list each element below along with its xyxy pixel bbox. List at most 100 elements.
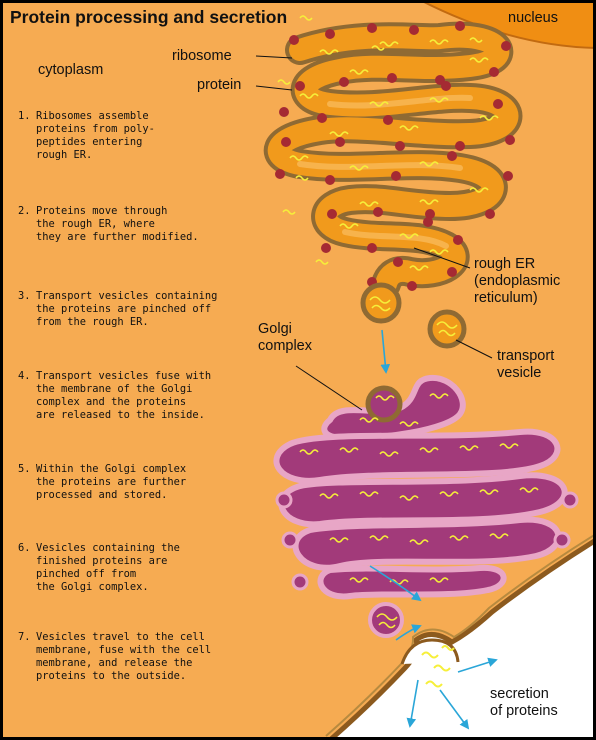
ribosome (335, 137, 345, 147)
golgi-protein (329, 537, 349, 543)
leader-ribosome (255, 55, 293, 59)
er-protein (429, 249, 449, 255)
golgi-complex (273, 374, 579, 600)
golgi-protein (379, 451, 399, 457)
ribosome (367, 243, 377, 253)
golgi-protein (359, 417, 379, 423)
ribosome (339, 77, 349, 87)
arrow-vesicle-to-membrane (395, 624, 422, 641)
er-protein (379, 41, 399, 47)
er-protein (299, 93, 319, 99)
golgi-protein (439, 491, 459, 497)
ribosome (395, 141, 405, 151)
ribosome (393, 257, 403, 267)
arrow-secretion-3 (457, 657, 498, 673)
ribosome (317, 113, 327, 123)
er-protein (399, 125, 419, 131)
arrow-secretion-1 (406, 679, 419, 728)
small-vesicle (291, 573, 309, 591)
golgi-protein (339, 447, 359, 453)
cell-exterior (330, 540, 596, 740)
er-protein (359, 201, 379, 207)
small-vesicle (275, 491, 293, 509)
arrow-secretion-2 (439, 689, 470, 730)
golgi-cisterna (273, 428, 561, 484)
step-text: Within the Golgi complex the proteins ar… (36, 463, 187, 501)
ribosome (387, 73, 397, 83)
plasma-membrane-inner (325, 533, 596, 737)
er-protein (479, 115, 499, 121)
golgi-protein (369, 535, 389, 541)
ribosome (503, 171, 513, 181)
ribosome (425, 209, 435, 219)
er-protein (429, 39, 449, 45)
er-protein (349, 165, 369, 171)
label-nucleus: nucleus (508, 10, 558, 26)
golgi-protein (399, 421, 419, 427)
label-transport-vesicle: transport vesicle (497, 348, 555, 381)
ribosome (391, 171, 401, 181)
ribosome (383, 115, 393, 125)
golgi-protein (459, 445, 479, 451)
leader-transport-vesicle (455, 339, 493, 359)
ribosome (367, 23, 377, 33)
transport-vesicle (427, 309, 467, 349)
free-protein (295, 175, 309, 181)
golgi-protein (359, 491, 379, 497)
free-protein (282, 209, 296, 215)
er-protein (409, 265, 429, 271)
diagram-title: Protein processing and secretion (10, 7, 288, 27)
er-protein (399, 233, 419, 239)
ribosome (407, 281, 417, 291)
step-number: 6. (18, 542, 31, 554)
step-number: 7. (18, 631, 31, 643)
ribosome (485, 209, 495, 219)
golgi-protein (449, 535, 469, 541)
ribosome (447, 267, 457, 277)
label-cytoplasm: cytoplasm (38, 62, 104, 78)
golgi-protein (519, 487, 539, 493)
leader-protein (255, 85, 293, 91)
step-text: Ribosomes assemble proteins from poly- p… (36, 110, 155, 161)
plasma-membrane (328, 537, 596, 740)
label-protein: protein (197, 77, 242, 93)
er-protein (349, 69, 369, 75)
step-number: 2. (18, 205, 31, 217)
ribosome (455, 21, 465, 31)
golgi-cisterna (317, 564, 507, 600)
step-text: Vesicles containing the finished protein… (36, 542, 180, 593)
er-protein (419, 199, 439, 205)
golgi-protein (489, 533, 509, 539)
ribosome (455, 141, 465, 151)
ribosome (327, 209, 337, 219)
golgi-cisterna (278, 472, 568, 528)
ribosome (289, 35, 299, 45)
ribosome (447, 151, 457, 161)
arrow-er-to-vesicle (380, 329, 391, 374)
er-protein (419, 161, 439, 167)
er-protein (329, 131, 349, 137)
er-protein (289, 155, 309, 161)
rough-er (263, 15, 523, 299)
leader-lines (255, 55, 493, 411)
step-text: Transport vesicles containing the protei… (36, 290, 218, 328)
free-protein (277, 79, 291, 85)
ribosome (409, 25, 419, 35)
golgi-protein (429, 577, 449, 583)
golgi-protein (349, 577, 369, 583)
er-protein (469, 187, 489, 193)
small-vesicle (561, 491, 579, 509)
er-protein (339, 223, 359, 229)
golgi-protein (409, 539, 429, 545)
secreted-proteins (421, 645, 455, 688)
small-vesicle (281, 531, 299, 549)
free-protein (315, 259, 329, 265)
er-budding-vesicle (360, 282, 402, 324)
leader-golgi (295, 365, 363, 411)
step-number: 5. (18, 463, 31, 475)
ribosome (275, 169, 285, 179)
step-text: Proteins move through the rough ER, wher… (36, 205, 199, 243)
ribosome (373, 207, 383, 217)
